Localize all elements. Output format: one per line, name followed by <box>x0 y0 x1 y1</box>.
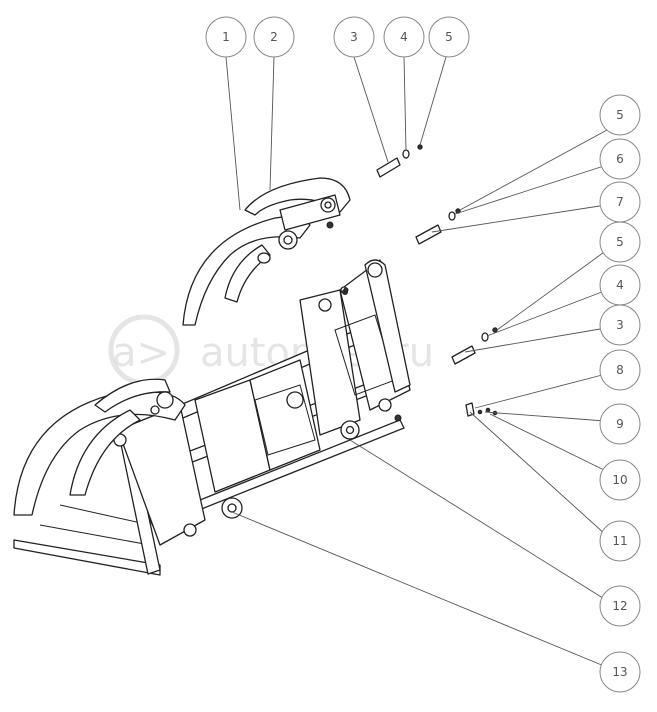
callout-4-top: 4 <box>383 16 425 58</box>
callout-label: 11 <box>612 534 627 548</box>
svg-text:a>: a> <box>112 330 170 376</box>
callout-3-right: 3 <box>599 304 641 346</box>
callout-label: 3 <box>616 318 624 332</box>
callout-label: 10 <box>612 473 627 487</box>
callout-4-right: 4 <box>599 264 641 306</box>
callout-11: 11 <box>599 520 641 562</box>
callout-label: 5 <box>445 30 453 44</box>
callout-label: 6 <box>616 152 624 166</box>
callout-label: 13 <box>612 665 627 679</box>
callout-5-right-a: 5 <box>599 94 641 136</box>
callout-label: 2 <box>270 30 278 44</box>
callout-label: 3 <box>350 30 358 44</box>
callout-12: 12 <box>599 585 641 627</box>
callout-label: 4 <box>400 30 408 44</box>
callout-3-top: 3 <box>333 16 375 58</box>
callout-1: 1 <box>205 16 247 58</box>
callout-label: 7 <box>616 195 624 209</box>
callout-7: 7 <box>599 181 641 223</box>
callout-label: 4 <box>616 278 624 292</box>
bucket-assembly <box>13 144 498 576</box>
callout-9: 9 <box>599 403 641 445</box>
callout-label: 8 <box>616 363 624 377</box>
callout-label: 5 <box>616 235 624 249</box>
callout-5-right-b: 5 <box>599 221 641 263</box>
callout-label: 12 <box>612 599 627 613</box>
callout-label: 1 <box>222 30 230 44</box>
leader-lines <box>225 56 608 667</box>
callout-label: 5 <box>616 108 624 122</box>
watermark-logo-icon: a> <box>108 314 180 386</box>
callout-2: 2 <box>253 16 295 58</box>
callout-5-top: 5 <box>428 16 470 58</box>
callout-label: 9 <box>616 417 624 431</box>
callout-8: 8 <box>599 349 641 391</box>
pin-3-top <box>376 157 401 178</box>
callout-13: 13 <box>599 651 641 693</box>
callout-6: 6 <box>599 138 641 180</box>
callout-10: 10 <box>599 459 641 501</box>
